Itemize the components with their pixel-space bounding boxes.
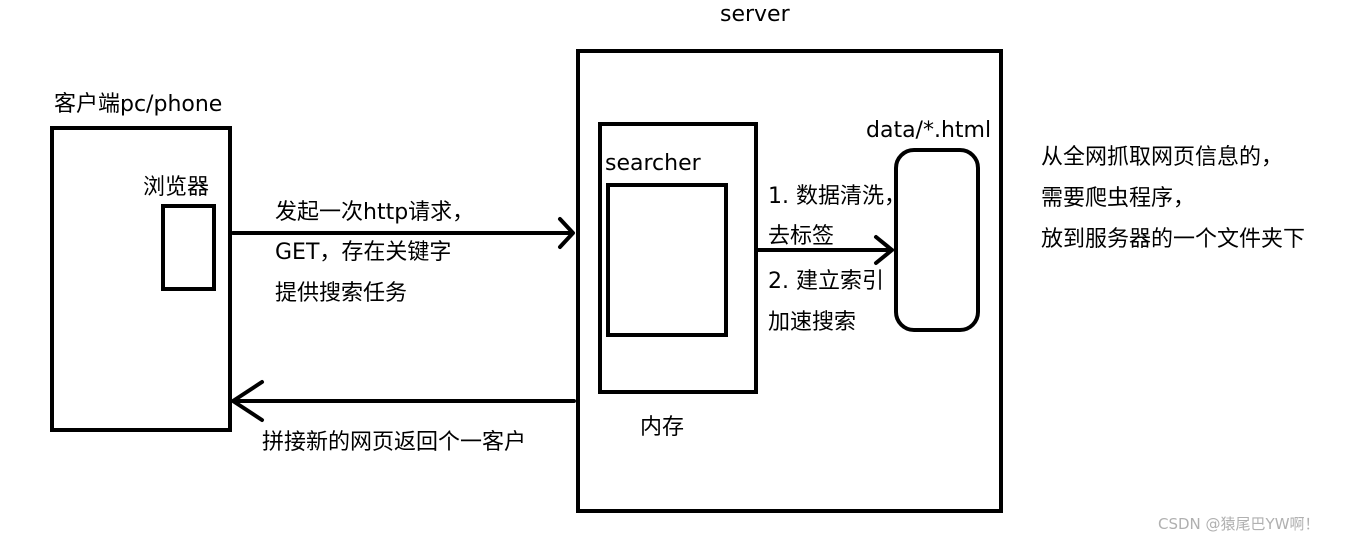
request-line-2: GET，存在关键字 [275, 240, 452, 265]
browser-label: 浏览器 [143, 175, 210, 200]
step2-line-1: 2. 建立索引 [768, 269, 884, 294]
step2-line-2: 加速搜索 [768, 310, 857, 335]
step1-line-2: 去标签 [768, 224, 835, 249]
request-line-3: 提供搜索任务 [275, 281, 408, 306]
request-line-1: 发起一次http请求， [275, 200, 475, 225]
client-title: 客户端pc/phone [54, 92, 223, 117]
crawler-note-line-1: 从全网抓取网页信息的， [1041, 145, 1284, 170]
request-arrow [231, 217, 575, 249]
server-box [576, 49, 1003, 513]
searcher-box [606, 183, 728, 337]
crawler-note-line-2: 需要爬虫程序， [1041, 186, 1196, 211]
memory-box [598, 122, 758, 394]
crawler-note-line-3: 放到服务器的一个文件夹下 [1041, 227, 1306, 252]
server-title: server [720, 2, 790, 27]
response-label: 拼接新的网页返回个一客户 [262, 430, 527, 455]
browser-box [161, 204, 216, 291]
process-arrow [756, 235, 894, 265]
response-arrow [231, 380, 576, 422]
memory-label: 内存 [640, 415, 685, 440]
step1-line-1: 1. 数据清洗， [768, 184, 906, 209]
client-device-box [50, 126, 232, 432]
searcher-label: searcher [605, 151, 701, 176]
data-store-box [894, 148, 980, 332]
watermark: CSDN @猿尾巴YW啊！ [1158, 515, 1320, 533]
data-label: data/*.html [866, 118, 992, 143]
